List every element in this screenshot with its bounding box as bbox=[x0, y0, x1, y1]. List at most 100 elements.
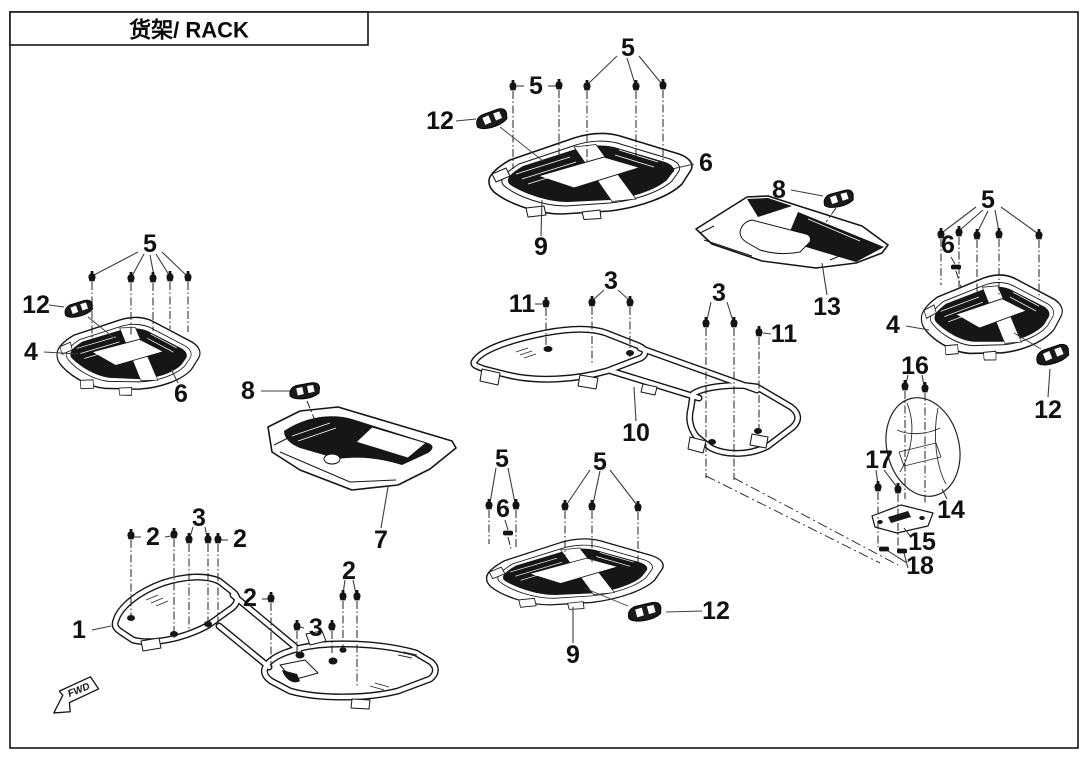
screw-icon bbox=[901, 380, 909, 391]
callout-label-12: 12 bbox=[702, 597, 730, 625]
leader-line bbox=[592, 470, 601, 505]
screw-icon bbox=[184, 271, 192, 282]
nut-icon bbox=[503, 530, 513, 536]
part-bracket-15 bbox=[871, 504, 934, 534]
hardware-dash bbox=[955, 270, 962, 288]
screw-icon bbox=[204, 533, 212, 544]
bolt-icon bbox=[665, 166, 675, 174]
leader-line bbox=[959, 209, 984, 231]
callout-label-2: 2 bbox=[342, 557, 356, 585]
part-rack-bottom bbox=[485, 538, 664, 611]
screw-icon bbox=[1035, 229, 1043, 240]
screw-icon bbox=[626, 296, 634, 307]
leader-line bbox=[131, 253, 145, 277]
callout-label-2: 2 bbox=[146, 523, 160, 551]
callout-label-6: 6 bbox=[699, 149, 713, 177]
screw-icon bbox=[973, 229, 981, 240]
leader-line bbox=[566, 469, 591, 505]
leader-line bbox=[726, 301, 734, 322]
nut-icon bbox=[879, 546, 889, 552]
clip-link-line bbox=[1013, 332, 1042, 350]
callout-label-2: 2 bbox=[243, 584, 257, 612]
leader-line bbox=[43, 351, 79, 355]
screw-icon bbox=[339, 590, 347, 601]
part-rack-top bbox=[488, 132, 693, 221]
screw-icon bbox=[293, 620, 301, 631]
callout-label-5: 5 bbox=[621, 34, 635, 62]
detail-view-group bbox=[871, 402, 947, 534]
clip-part bbox=[288, 381, 321, 401]
callout-label-2: 2 bbox=[233, 525, 247, 553]
clip-part bbox=[626, 600, 663, 624]
callout-label-6: 6 bbox=[496, 495, 510, 523]
callout-label-3: 3 bbox=[309, 614, 323, 642]
screw-icon bbox=[555, 79, 563, 90]
leader-line bbox=[762, 332, 772, 335]
callout-label-8: 8 bbox=[772, 176, 786, 204]
screw-icon bbox=[659, 79, 667, 90]
callout-label-7: 7 bbox=[374, 526, 388, 554]
nut-icon bbox=[951, 264, 961, 270]
screw-icon bbox=[730, 317, 738, 328]
title-block: 货架/ RACK bbox=[9, 11, 369, 46]
leader-line bbox=[455, 118, 477, 122]
clip-link-line bbox=[499, 126, 544, 162]
leader-line bbox=[380, 486, 389, 529]
callout-label-9: 9 bbox=[534, 233, 548, 261]
screw-icon bbox=[955, 226, 963, 237]
screw-icon bbox=[214, 533, 222, 544]
screw-icon bbox=[170, 528, 178, 539]
leader-line bbox=[665, 610, 703, 613]
leader-line bbox=[504, 519, 509, 531]
leader-line bbox=[540, 199, 543, 237]
leader-line bbox=[507, 467, 516, 504]
callout-label-3: 3 bbox=[712, 279, 726, 307]
leader-line bbox=[189, 526, 194, 538]
leader-line bbox=[950, 256, 956, 265]
screw-icon bbox=[88, 271, 96, 282]
leader-line bbox=[489, 467, 497, 504]
leader-line bbox=[976, 210, 989, 234]
leader-line bbox=[633, 386, 637, 422]
leader-line bbox=[155, 253, 170, 276]
detail-circle-layer bbox=[885, 397, 961, 497]
screw-icon bbox=[267, 592, 275, 603]
callout-label-6: 6 bbox=[941, 231, 955, 259]
callout-label-14: 14 bbox=[937, 496, 965, 524]
part-tube-frame-10 bbox=[470, 325, 802, 457]
screw-icon bbox=[353, 590, 361, 601]
leader-line bbox=[170, 368, 179, 384]
leader-line bbox=[161, 251, 187, 276]
callout-label-12: 12 bbox=[22, 291, 50, 319]
leader-line bbox=[93, 251, 139, 276]
callout-label-3: 3 bbox=[604, 267, 618, 295]
callout-label-12: 12 bbox=[1034, 396, 1062, 424]
screw-icon bbox=[561, 500, 569, 511]
screw-icon bbox=[185, 533, 193, 544]
callout-label-5: 5 bbox=[529, 72, 543, 100]
screw-icon bbox=[874, 481, 882, 492]
leader-line bbox=[1000, 206, 1038, 234]
callout-label-11: 11 bbox=[509, 290, 536, 318]
leader-line bbox=[905, 325, 930, 331]
leader-line bbox=[942, 206, 977, 233]
fwd-direction-arrow: FWD bbox=[53, 676, 100, 714]
screw-icon bbox=[702, 317, 710, 328]
callout-label-8: 8 bbox=[241, 377, 255, 405]
screw-icon bbox=[588, 500, 596, 511]
leader-line bbox=[887, 550, 908, 564]
screw-icon bbox=[995, 228, 1003, 239]
leader-line bbox=[790, 189, 824, 197]
callout-label-5: 5 bbox=[981, 186, 995, 214]
part-tube-frame-1 bbox=[111, 573, 439, 710]
projection-line bbox=[705, 475, 881, 564]
callout-label-17: 17 bbox=[865, 446, 893, 474]
clip-link-line bbox=[87, 316, 115, 339]
page-border bbox=[9, 11, 1079, 749]
callout-label-3: 3 bbox=[192, 504, 206, 532]
leader-line bbox=[903, 552, 909, 569]
leader-line bbox=[941, 488, 948, 500]
callout-label-5: 5 bbox=[143, 230, 157, 258]
